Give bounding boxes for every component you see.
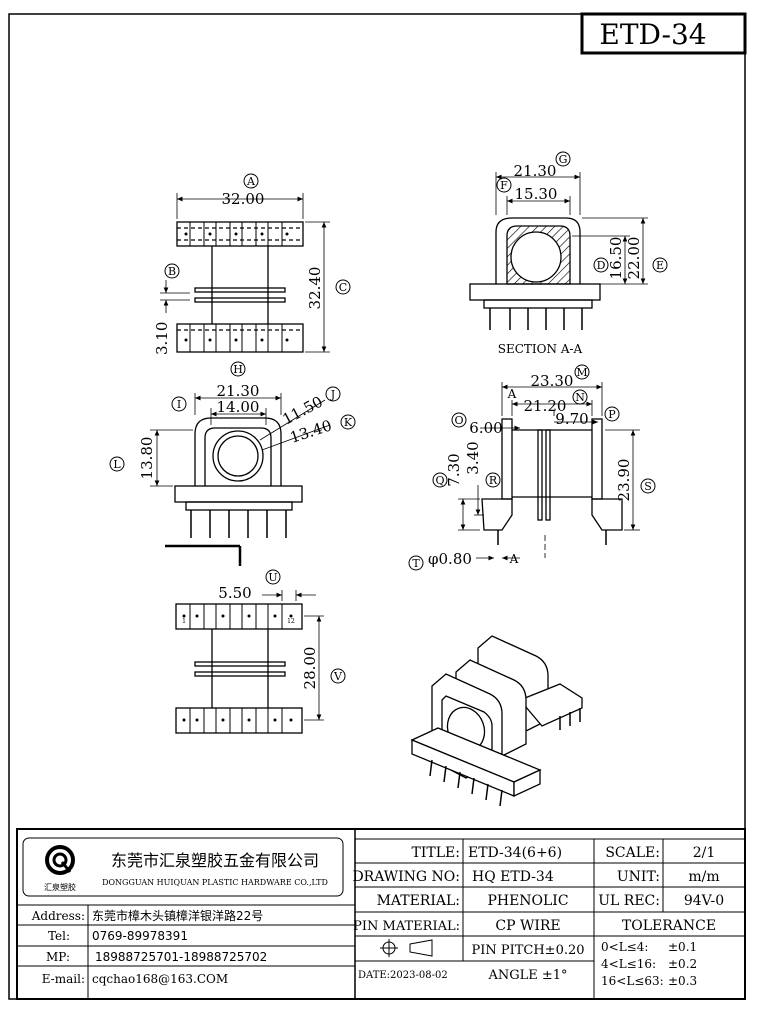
company-name-en: DONGGUAN HUIQUAN PLASTIC HARDWARE CO.,LT…: [102, 878, 328, 887]
callout-i: I: [177, 398, 181, 411]
section-view: [469, 151, 668, 330]
pin-material-value: CP WIRE: [495, 918, 560, 934]
dim-side-h1: 7.30: [445, 453, 463, 486]
dim-front-outer: 21.30: [217, 382, 260, 400]
bottom-view: [175, 569, 346, 734]
callout-q: Q: [435, 474, 444, 487]
pin-label-1: 1: [182, 618, 186, 625]
email-value: cqchao168@163.COM: [92, 972, 228, 986]
callout-b: B: [168, 265, 176, 278]
address-label: Address:: [31, 909, 85, 923]
part-title: ETD-34: [599, 18, 706, 51]
dim-front-inner: 14.00: [217, 398, 260, 416]
mp-value: 18988725701-18988725702: [95, 950, 267, 964]
callout-r: R: [489, 474, 498, 487]
ul-value: 94V-0: [684, 893, 724, 909]
drawing-value: HQ ETD-34: [472, 869, 554, 885]
title-value: ETD-34(6+6): [468, 845, 562, 861]
unit-value: m/m: [688, 869, 719, 885]
dim-section-h2: 22.00: [625, 237, 643, 280]
company-name-cn: 东莞市汇泉塑胶五金有限公司: [111, 851, 319, 870]
mp-label: MP:: [46, 950, 70, 964]
dim-pin-dia: φ0.80: [428, 550, 472, 568]
callout-e: E: [656, 259, 664, 272]
dim-side-w4: 6.00: [469, 419, 502, 437]
section-caption: SECTION A-A: [498, 342, 583, 356]
callout-h: H: [233, 363, 243, 376]
scale-value: 2/1: [693, 845, 716, 861]
dim-section-outer: 21.30: [514, 162, 557, 180]
dim-side-w2: 21.20: [524, 397, 567, 415]
callout-v: V: [333, 670, 343, 683]
tol2-range: 4<L≤16:: [601, 957, 656, 971]
section-mark-a-top: A: [507, 387, 517, 401]
callout-o: O: [454, 414, 463, 427]
dim-pin-pitch: 5.50: [218, 584, 251, 602]
tol1-range: 0<L≤4:: [601, 940, 648, 954]
title-block: [16, 828, 746, 1000]
part-title-box: ETD-34: [580, 12, 747, 55]
angle: ANGLE ±1°: [487, 968, 567, 983]
callout-t: T: [412, 557, 420, 570]
material-value: PHENOLIC: [487, 893, 568, 909]
scale-label: SCALE:: [605, 845, 660, 861]
pin-label-12: 12: [287, 618, 295, 625]
front-view: [109, 361, 356, 566]
logo-text: 汇泉塑胶: [44, 882, 76, 892]
dim-side-w1: 23.30: [531, 372, 574, 390]
dim-top-height: 32.40: [306, 267, 324, 310]
material-label: MATERIAL:: [377, 893, 460, 909]
dim-section-inner: 15.30: [515, 185, 558, 203]
side-view: [408, 364, 656, 571]
callout-u: U: [268, 571, 277, 584]
callout-f: F: [500, 179, 508, 192]
callout-k: K: [344, 416, 353, 429]
dim-top-width: 32.00: [222, 190, 265, 208]
dim-side-h2: 3.40: [464, 441, 482, 474]
callout-j: J: [330, 388, 335, 401]
pin-material-label: PIN MATERIAL:: [353, 919, 460, 934]
ul-label: UL REC:: [598, 893, 660, 909]
tel-label: Tel:: [48, 929, 70, 943]
dim-section-h1: 16.50: [607, 237, 625, 280]
email-label: E-mail:: [42, 972, 85, 986]
callout-g: G: [559, 153, 568, 166]
callout-m: M: [576, 366, 587, 379]
callout-l: L: [113, 458, 121, 471]
tol3-value: ±0.3: [668, 974, 697, 988]
tolerance-label: TOLERANCE: [622, 918, 716, 934]
callout-a: A: [246, 175, 256, 188]
drawing-label: DRAWING NO:: [352, 869, 460, 885]
isometric-view: [410, 635, 583, 807]
tol1-value: ±0.1: [668, 940, 697, 954]
dim-bottom-h: 28.00: [301, 647, 319, 690]
callout-c: C: [339, 281, 347, 294]
tel-value: 0769-89978391: [92, 929, 188, 943]
dim-side-w3: 9.70: [555, 410, 588, 428]
address-value: 东莞市樟木头镇樟洋银洋路22号: [92, 908, 263, 923]
title-label: TITLE:: [412, 845, 460, 861]
dim-flange-gap: 3.10: [153, 322, 171, 355]
callout-s: S: [644, 480, 652, 493]
callout-d: D: [597, 259, 606, 272]
dim-side-h3: 23.90: [615, 459, 633, 502]
tol3-range: 16<L≤63:: [601, 974, 664, 988]
unit-label: UNIT:: [617, 869, 660, 885]
top-view: [160, 173, 351, 353]
pin-pitch: PIN PITCH±0.20: [471, 943, 584, 958]
tol2-value: ±0.2: [668, 957, 697, 971]
section-mark-a-bottom: A: [509, 552, 519, 566]
callout-p: P: [608, 408, 616, 421]
dim-front-h: 13.80: [138, 437, 156, 480]
callout-n: N: [575, 391, 585, 404]
date: DATE:2023-08-02: [358, 970, 448, 981]
